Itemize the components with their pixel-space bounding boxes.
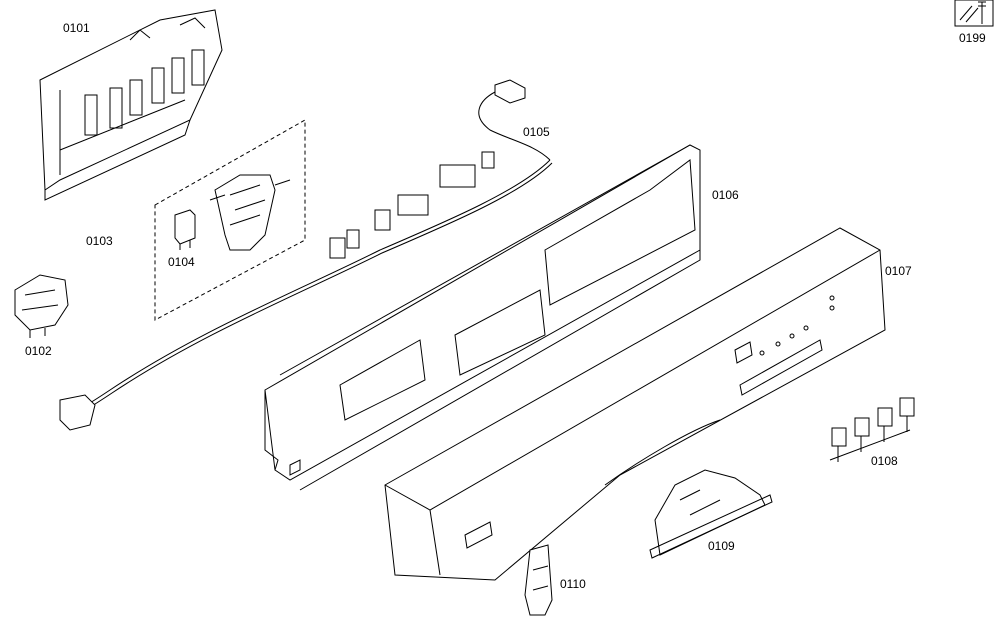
label-0109: 0109	[708, 539, 735, 553]
label-0110: 0110	[560, 577, 586, 591]
label-0101: 0101	[63, 21, 90, 35]
part-0104-relay[interactable]	[174, 209, 196, 250]
part-0109-handle-insert[interactable]	[649, 469, 773, 559]
part-0107-front-panel[interactable]	[384, 227, 886, 581]
part-0103-group-outline[interactable]	[154, 119, 306, 321]
part-0105-cable-harness[interactable]	[59, 79, 553, 431]
part-0106-inner-frame[interactable]	[264, 144, 701, 491]
part-0108-button-set[interactable]	[829, 397, 915, 462]
part-0110-latch[interactable]	[524, 544, 553, 616]
label-0107: 0107	[885, 264, 912, 278]
label-0199: 0199	[959, 31, 986, 45]
part-0199-tool-icon[interactable]	[954, 0, 994, 27]
label-0108: 0108	[871, 454, 898, 468]
harness-assembly[interactable]	[209, 174, 291, 251]
part-0102-switch[interactable]	[14, 274, 69, 338]
label-0106: 0106	[712, 188, 739, 202]
label-0102: 0102	[25, 344, 52, 358]
label-0104: 0104	[168, 255, 195, 269]
label-0105: 0105	[523, 125, 550, 139]
part-0101-control-module[interactable]	[39, 9, 223, 201]
label-0103: 0103	[86, 234, 113, 248]
